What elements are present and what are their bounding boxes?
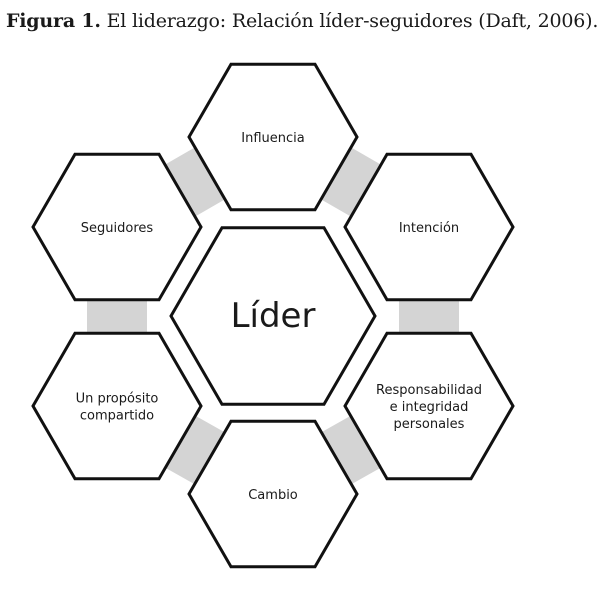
- hexagon-shape-seguidores: [31, 152, 203, 302]
- hexagon-shape-proposito: [31, 331, 203, 481]
- hexagon-label-intencion: Intención: [399, 221, 459, 236]
- hexagon-cambio: Cambio: [187, 419, 359, 569]
- hexagon-shape-cambio: [187, 419, 359, 569]
- hexagon-label-responsabilidad-line-2: e integridad: [390, 400, 469, 415]
- hexagon-shape-lider-center: [169, 226, 377, 406]
- hexagon-proposito: Un propósito compartido: [31, 331, 203, 481]
- hexagon-influencia: Influencia: [187, 62, 359, 212]
- hexagon-label-cambio: Cambio: [248, 488, 298, 503]
- hexagon-shape-influencia: [187, 62, 359, 212]
- figure-caption-text: El liderazgo: Relación líder-seguidores …: [106, 10, 598, 32]
- hexagon-label-seguidores: Seguidores: [81, 221, 154, 236]
- hexagon-label-responsabilidad-line-3: personales: [394, 417, 465, 432]
- hexagon-seguidores: Seguidores: [31, 152, 203, 302]
- hexagon-label-proposito-line-2: compartido: [80, 409, 154, 424]
- hexagon-label-lider-center: Líder: [231, 296, 316, 336]
- hexagon-label-proposito-line-1: Un propósito: [76, 392, 159, 407]
- figure-caption: Figura 1. El liderazgo: Relación líder-s…: [6, 10, 598, 32]
- hexagon-responsabilidad: Responsabilidad e integridad personales: [343, 331, 515, 481]
- hexagon-lider-center: Líder: [169, 226, 377, 406]
- hexagon-shape-responsabilidad: [343, 331, 515, 481]
- hexagon-shape-intencion: [343, 152, 515, 302]
- hexagon-label-responsabilidad-line-1: Responsabilidad: [376, 383, 482, 398]
- figure-caption-label: Figura 1.: [6, 10, 101, 32]
- hexagon-label-influencia: Influencia: [241, 131, 304, 146]
- hexagon-intencion: Intención: [343, 152, 515, 302]
